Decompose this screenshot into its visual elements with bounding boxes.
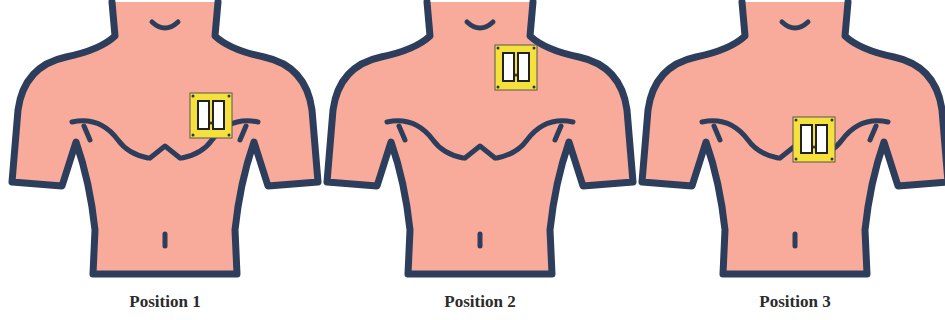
torso [12,2,318,274]
position-label: Position 1 [65,292,265,312]
torso [327,2,633,274]
sensor-patch [190,93,232,138]
sensor-patch [793,117,835,162]
torso [642,2,945,274]
position-label: Position 3 [695,292,895,312]
position-label: Position 2 [380,292,580,312]
sensor-patch [495,45,537,90]
